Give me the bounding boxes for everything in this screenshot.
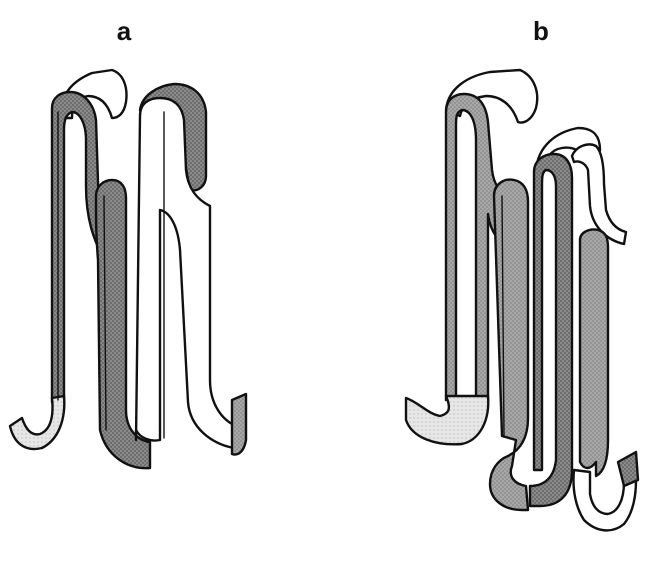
panel-a: a [10, 16, 246, 468]
panel-label-b: b [533, 16, 549, 46]
ribbon-b1-bottom-curl [406, 396, 488, 444]
ribbon-a3-main-band [136, 98, 236, 448]
ribbon-b4-band [580, 229, 608, 476]
panel-b: b [406, 16, 638, 530]
panel-label-a: a [117, 16, 132, 46]
ribbon-a1-bottom-curl [10, 396, 64, 449]
ribbon-b4-end-hook [618, 452, 638, 486]
ribbon-a3-end-hook [232, 394, 246, 454]
ribbon-b3-band [530, 154, 572, 506]
ribbon-b2-band [490, 180, 528, 510]
